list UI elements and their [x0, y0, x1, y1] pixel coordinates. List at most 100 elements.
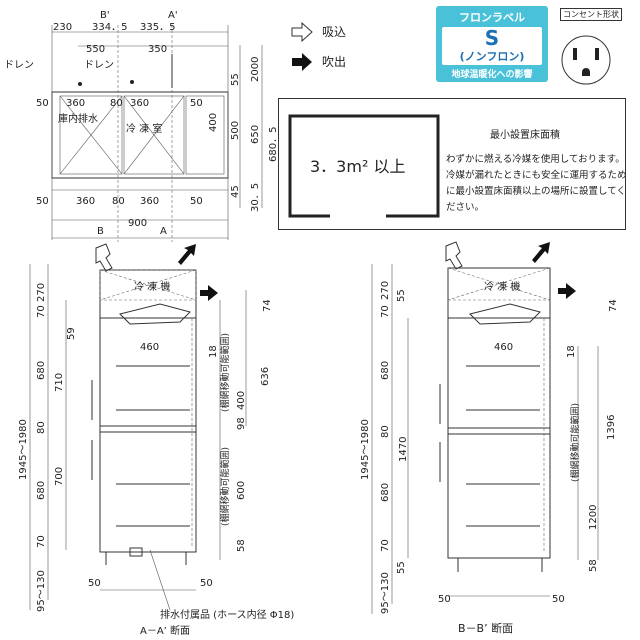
- flon-impact: 地球温暖化への影響: [451, 70, 533, 80]
- flon-title: フロンラベル: [459, 11, 525, 24]
- sec-a-l-59: 59: [66, 327, 77, 340]
- plan-dim-350: 350: [148, 44, 167, 55]
- plan-view: [51, 25, 263, 242]
- sec-b-l-80: 80: [380, 425, 391, 438]
- legend-exhaust: 吹出: [322, 55, 346, 69]
- plan-side-50b: 50: [190, 98, 203, 109]
- plan-drain-left: ドレン: [4, 60, 34, 71]
- plan-mark-b: B: [97, 226, 104, 237]
- sec-b-title: B－B’ 断面: [458, 621, 513, 635]
- section-b-intake-arrow-icon: [445, 241, 463, 270]
- sec-b-l-680a: 680: [380, 361, 391, 380]
- sec-a-range-1: (棚網移動可能範囲): [219, 333, 231, 412]
- sec-b-machine: 冷 凍 機: [484, 280, 520, 293]
- sec-b-r-1396: 1396: [606, 415, 617, 440]
- plan-bot-50a: 50: [36, 196, 49, 207]
- plan-r-55: 55: [230, 73, 241, 86]
- section-a-view: [29, 264, 247, 611]
- plan-mark-ap: A': [168, 10, 178, 21]
- plan-total-900: 900: [128, 218, 147, 229]
- sec-a-b-50b: 50: [200, 578, 213, 589]
- sec-b-r-1200: 1200: [588, 505, 599, 530]
- notice-box: [278, 98, 626, 230]
- sec-a-l-270: 270: [36, 283, 47, 302]
- sec-b-total: 1945～1980: [360, 419, 371, 480]
- plan-mark-bp: B': [100, 10, 110, 21]
- plan-dim-334: 334．5: [92, 22, 127, 33]
- sec-a-r-98: 98: [236, 417, 247, 430]
- sec-a-l-710: 710: [54, 373, 65, 392]
- notice-body-2: 冷媒が漏れたときにも安全に運用するため: [446, 169, 627, 181]
- notice-body-4: ださい。: [446, 202, 484, 213]
- plan-r-2000: 2000: [250, 57, 261, 82]
- sec-b-l-680b: 680: [380, 483, 391, 502]
- sec-a-l-70b: 70: [36, 535, 47, 548]
- sec-b-l-70: 70: [380, 305, 391, 318]
- sec-a-range-2: (棚網移動可能範囲): [219, 447, 231, 526]
- plan-r-30: 30．5: [250, 183, 261, 212]
- sec-b-460: 460: [494, 342, 513, 353]
- sec-a-460: 460: [140, 342, 159, 353]
- plan-bot-360b: 360: [140, 196, 159, 207]
- plan-drain-right: ドレン: [84, 60, 114, 71]
- plan-freezer: 冷 凍 室: [126, 122, 162, 135]
- plan-r-500: 500: [230, 121, 241, 140]
- flon-sub: (ノンフロン): [459, 50, 525, 63]
- section-a-side-arrow-icon: [200, 285, 218, 301]
- plan-mark-a: A: [160, 226, 167, 237]
- section-a-exhaust-arrow-icon: [178, 244, 196, 265]
- section-b-exhaust-arrow-icon: [532, 242, 550, 263]
- sec-b-l-55b: 55: [396, 561, 407, 574]
- plan-inner-drain: 庫内排水: [58, 112, 98, 125]
- sec-a-drain-note: 排水付属品 (ホース内径 Φ18): [160, 608, 294, 621]
- sec-a-r-74: 74: [262, 299, 273, 312]
- outlet-icon: [561, 35, 611, 85]
- sec-b-l-95: 95～130: [380, 572, 391, 614]
- plan-r-45: 45: [230, 185, 241, 198]
- section-a-intake-arrow-icon: [95, 243, 113, 272]
- plan-bot-360a: 360: [76, 196, 95, 207]
- notice-area: 3．3m² 以上: [310, 157, 405, 176]
- sec-a-machine: 冷 凍 機: [134, 280, 170, 293]
- sec-a-total: 1945～1980: [18, 419, 29, 480]
- sec-b-l-270: 270: [380, 281, 391, 300]
- plan-inner-360a: 360: [66, 98, 85, 109]
- plan-dim-230: 230: [53, 22, 72, 33]
- plan-inner-80: 80: [110, 98, 123, 109]
- sec-b-r-58: 58: [588, 559, 599, 572]
- sec-a-r-636: 636: [260, 367, 271, 386]
- sec-b-b-50b: 50: [552, 594, 565, 605]
- notice-body-3: に最小設置床面積以上の場所に設置してく: [446, 185, 626, 197]
- sec-a-l-70: 70: [36, 305, 47, 318]
- sec-a-l-95: 95～130: [36, 570, 47, 612]
- section-b-view: [371, 264, 599, 614]
- sec-a-r-600: 600: [236, 481, 247, 500]
- plan-r-400: 400: [208, 113, 219, 132]
- exhaust-arrow-icon: [292, 53, 312, 71]
- sec-b-l-70b: 70: [380, 539, 391, 552]
- flon-grade: S: [484, 26, 500, 50]
- intake-arrow-icon: [291, 21, 313, 43]
- plan-bot-80: 80: [112, 196, 125, 207]
- sec-b-range: (棚網移動可能範囲): [569, 403, 581, 482]
- notice-body-1: わずかに燃える冷媒を使用しております。: [446, 153, 625, 165]
- plan-r-650: 650: [250, 125, 261, 144]
- sec-b-r-74: 74: [608, 299, 619, 312]
- floor-area-symbol: [288, 114, 440, 218]
- sec-b-r-18: 18: [566, 345, 577, 358]
- sec-a-l-680b: 680: [36, 481, 47, 500]
- sec-a-title: A－A’ 断面: [140, 624, 190, 637]
- plan-r-680: 680．5: [268, 127, 279, 162]
- flon-grade-panel: S (ノンフロン): [442, 27, 542, 65]
- sec-b-l-1470: 1470: [398, 437, 409, 462]
- notice-heading: 最小設置床面積: [490, 128, 560, 141]
- sec-a-l-80: 80: [36, 421, 47, 434]
- sec-a-r-18: 18: [208, 345, 219, 358]
- plan-bot-50b: 50: [190, 196, 203, 207]
- consent-label: コンセント形状: [560, 8, 622, 21]
- flon-label: フロンラベル S (ノンフロン) 地球温暖化への影響: [436, 6, 548, 82]
- sec-a-b-50a: 50: [88, 578, 101, 589]
- sec-b-l-55: 55: [396, 289, 407, 302]
- legend-intake: 吸込: [322, 25, 346, 39]
